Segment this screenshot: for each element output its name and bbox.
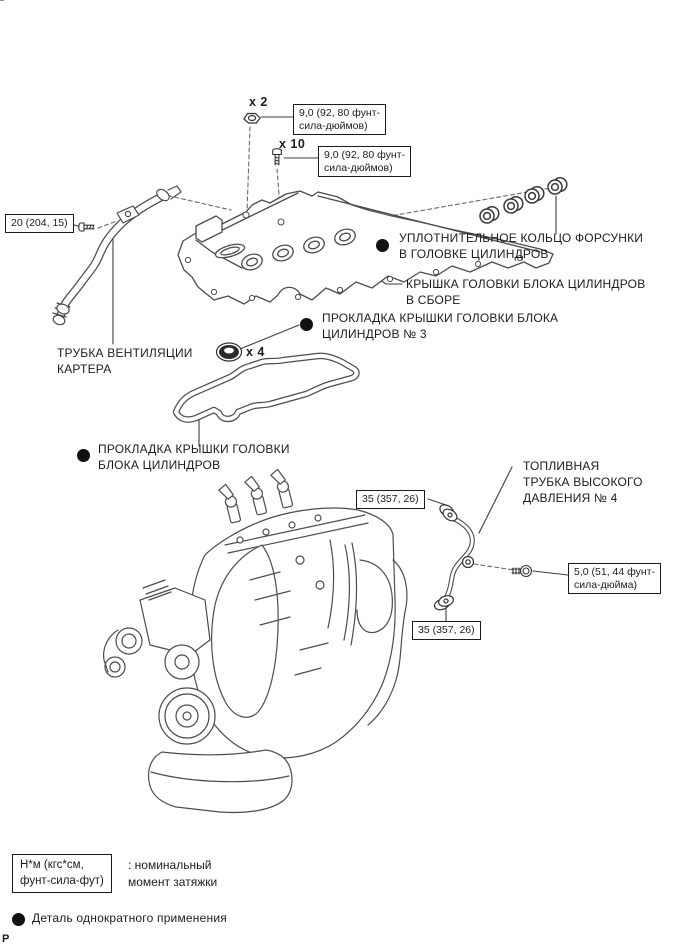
page-marker: P (2, 933, 10, 945)
grommet-seal-icon (215, 342, 243, 362)
legend-single-use-note: Деталь однократного применения (32, 910, 227, 926)
label-vent-tube: ТРУБКА ВЕНТИЛЯЦИИ КАРТЕРА (57, 345, 193, 377)
hex-nut-icon (243, 112, 261, 124)
label-line: ДАВЛЕНИЯ № 4 (523, 491, 618, 505)
torque-box-pipe-lower: 35 (357, 26) (412, 621, 481, 640)
label-line: ПРОКЛАДКА КРЫШКИ ГОЛОВКИ (98, 442, 290, 456)
torque-text: 20 (204, 15) (11, 217, 68, 229)
cylinder-head-cover-drawing (177, 190, 554, 305)
label-line: ПРОКЛАДКА КРЫШКИ ГОЛОВКИ БЛОКА (322, 311, 559, 325)
fuel-pipe-drawing (433, 504, 533, 611)
single-use-bullet-icon (77, 449, 90, 462)
label-line: БЛОКА ЦИЛИНДРОВ (98, 458, 221, 472)
torque-box-pipe-upper: 35 (357, 26) (356, 490, 425, 509)
legend-line: Н*м (кгс*см, (20, 859, 84, 871)
legend-line: : номинальный (128, 858, 212, 872)
bolt-icon-cover (272, 148, 282, 166)
legend-line: фунт-сила-фут) (20, 874, 104, 887)
seal-count: x 4 (246, 345, 265, 359)
leader-lines (70, 116, 569, 622)
torque-text: сила-дюймов) (299, 119, 368, 132)
label-injector-seal: УПЛОТНИТЕЛЬНОЕ КОЛЬЦО ФОРСУНКИ В ГОЛОВКЕ… (399, 230, 643, 262)
torque-text: 35 (357, 26) (418, 624, 475, 636)
bolt-icon-vent-tube (78, 222, 95, 232)
single-use-bullet-icon (376, 239, 389, 252)
label-line: УПЛОТНИТЕЛЬНОЕ КОЛЬЦО ФОРСУНКИ (399, 231, 644, 245)
label-line: КРЫШКА ГОЛОВКИ БЛОКА ЦИЛИНДРОВ (406, 277, 646, 291)
label-line: ТОПЛИВНАЯ (523, 459, 600, 473)
torque-box-cover-nut: 9,0 (92, 80 фунт- сила-дюймов) (293, 104, 386, 135)
torque-text: 9,0 (92, 80 фунт- (299, 107, 380, 119)
label-fuel-pipe: ТОПЛИВНАЯ ТРУБКА ВЫСОКОГО ДАВЛЕНИЯ № 4 (523, 458, 643, 506)
cover-bolt-count: x 10 (279, 137, 306, 151)
label-line: КАРТЕРА (57, 362, 112, 376)
torque-box-vent-bolt: 20 (204, 15) (5, 214, 74, 233)
clamp-bolt-icon (511, 564, 533, 578)
torque-text: сила-дюймов) (324, 161, 393, 174)
injector-seal-rings-drawing (479, 176, 568, 224)
legend-torque-meaning: : номинальный момент затяжки (128, 857, 217, 891)
label-line: ЦИЛИНДРОВ № 3 (322, 327, 427, 341)
torque-text: сила-дюйма) (574, 578, 637, 591)
engine-drawing (0, 0, 408, 814)
injector-row (0, 0, 294, 524)
cover-nut-count: x 2 (249, 95, 268, 109)
head-cover-gasket-drawing (172, 352, 360, 423)
crankcase-vent-tube-drawing (52, 185, 182, 326)
single-use-bullet-icon (12, 913, 25, 926)
label-line: ТРУБКА ВЕНТИЛЯЦИИ (57, 346, 193, 360)
torque-box-cover-bolt: 9,0 (92, 80 фунт- сила-дюймов) (318, 146, 411, 177)
label-cover-gasket: ПРОКЛАДКА КРЫШКИ ГОЛОВКИ БЛОКА ЦИЛИНДРОВ (98, 441, 290, 473)
label-cover-gasket-3: ПРОКЛАДКА КРЫШКИ ГОЛОВКИ БЛОКА ЦИЛИНДРОВ… (322, 310, 558, 342)
label-head-cover: КРЫШКА ГОЛОВКИ БЛОКА ЦИЛИНДРОВ В СБОРЕ (406, 276, 645, 308)
legend-line: момент затяжки (128, 875, 218, 889)
torque-text: 35 (357, 26) (362, 493, 419, 505)
torque-text: 9,0 (92, 80 фунт- (324, 149, 405, 161)
label-line: В ГОЛОВКЕ ЦИЛИНДРОВ (399, 247, 549, 261)
torque-box-clamp-bolt: 5,0 (51, 44 фунт- сила-дюйма) (568, 563, 661, 594)
torque-text: 5,0 (51, 44 фунт- (574, 566, 655, 578)
label-line: ТРУБКА ВЫСОКОГО (523, 475, 643, 489)
legend-torque-units-box: Н*м (кгс*см, фунт-сила-фут) (12, 854, 112, 893)
label-line: В СБОРЕ (406, 293, 461, 307)
single-use-bullet-icon (300, 318, 313, 331)
legend-line: Деталь однократного применения (32, 911, 227, 925)
